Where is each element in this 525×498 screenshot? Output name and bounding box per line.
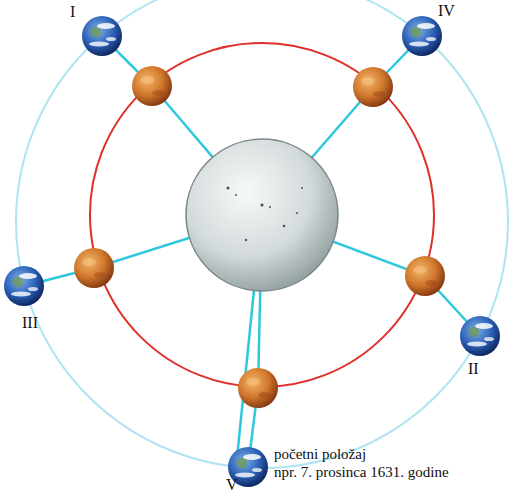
start-note: npr. 7. prosinca 1631. godine	[274, 464, 449, 481]
venus-orbit	[90, 43, 434, 387]
earth-orbit	[16, 0, 508, 468]
position-label: I	[70, 3, 75, 21]
sight-lines	[24, 36, 480, 468]
position-label: V	[226, 476, 238, 494]
start-note: početni položaj	[274, 446, 366, 463]
sun	[186, 139, 338, 291]
earth-planets	[4, 16, 500, 487]
position-label: III	[22, 314, 38, 332]
venus-planets	[74, 66, 445, 408]
position-label: II	[468, 360, 479, 378]
position-label: IV	[438, 2, 455, 20]
